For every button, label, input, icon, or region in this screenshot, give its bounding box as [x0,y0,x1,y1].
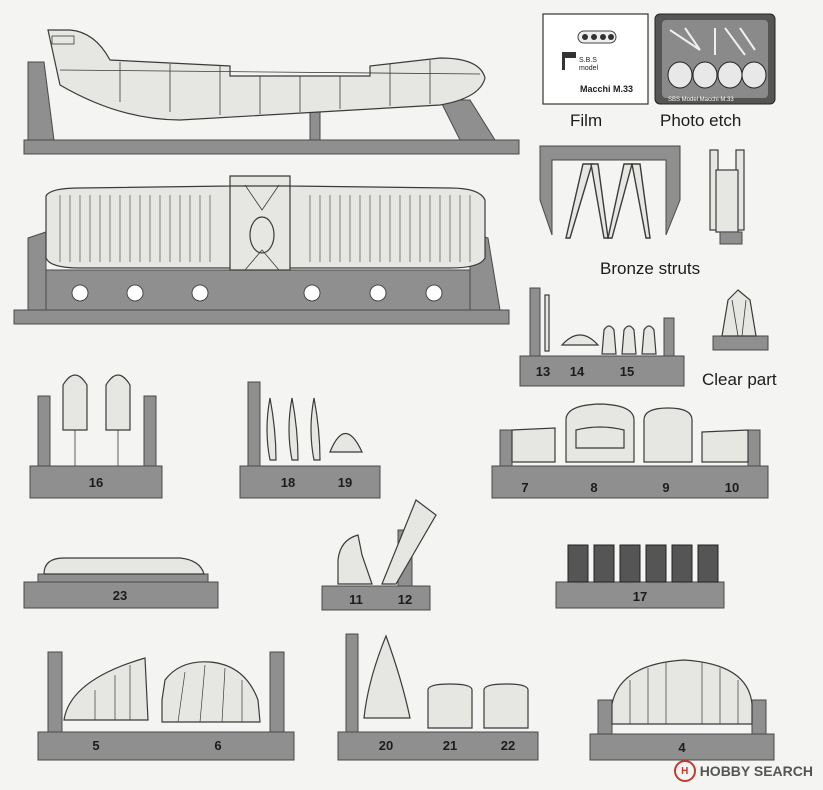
part-number-17: 17 [633,589,647,604]
part-number-20: 20 [379,738,393,753]
bronze-struts [539,145,745,245]
part-number-21: 21 [443,738,457,753]
clear-part [712,289,769,351]
parts-group-7-10: 7 8 9 10 [491,403,769,499]
film-caption: Film [570,111,602,130]
parts-group-11-12: 11 12 [321,499,437,611]
part-number-8: 8 [590,480,597,495]
part-number-13: 13 [536,364,550,379]
parts-group-18-19: 18 19 [239,381,381,499]
part-number-16: 16 [89,475,103,490]
part-group-16: 16 [29,374,163,499]
part-number-11: 11 [349,592,363,607]
part-group-23: 23 [23,557,219,609]
fuselage-assembly [23,29,520,155]
clear-part-caption: Clear part [702,370,777,389]
part-number-22: 22 [501,738,515,753]
etch-label: SBS Model Macchi M.33 [668,97,734,103]
hobby-search-logo-icon: H [673,760,696,782]
part-number-23: 23 [113,588,127,603]
film-brand-line2: model [579,65,599,72]
part-number-4: 4 [678,740,686,755]
film-sheet: S.B.S model Macchi M.33 [542,13,649,105]
parts-group-5-6: 5 6 [37,651,295,761]
hobby-search-watermark: H HOBBY SEARCH [673,760,813,782]
watermark-text: HOBBY SEARCH [699,763,813,779]
film-brand-line1: S.B.S [579,57,597,64]
part-number-12: 12 [398,592,412,607]
part-number-10: 10 [725,480,739,495]
part-number-5: 5 [92,738,99,753]
wing-assembly [13,175,510,325]
part-number-6: 6 [214,738,221,753]
part-number-9: 9 [662,480,669,495]
part-number-19: 19 [338,475,352,490]
parts-group-13-15: 13 14 15 [519,287,685,387]
part-number-14: 14 [570,364,585,379]
parts-group-20-22: 20 21 22 [337,633,539,761]
bronze-struts-caption: Bronze struts [600,259,700,278]
part-number-7: 7 [521,480,528,495]
film-name: Macchi M.33 [580,84,633,94]
photo-etch-fret: SBS Model Macchi M.33 [654,13,776,105]
part-group-17: 17 [555,544,725,609]
part-number-15: 15 [620,364,634,379]
photo-etch-caption: Photo etch [660,111,741,130]
part-number-18: 18 [281,475,295,490]
part-group-4: 4 [589,659,775,761]
